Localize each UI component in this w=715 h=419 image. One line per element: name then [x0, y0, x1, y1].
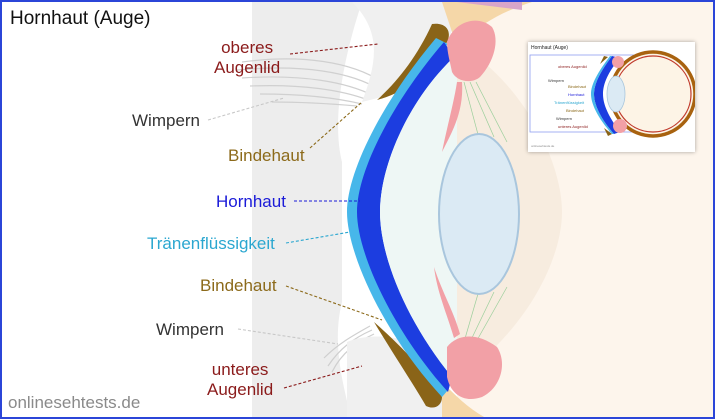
iris-upper: [447, 20, 496, 82]
leader-upper-lashes: [207, 97, 285, 121]
thumbnail-label-upper-conjunctiva: Bindehaut: [568, 84, 587, 89]
lower-lid-skin: [442, 382, 485, 417]
upper-lid-skin-2: [457, 2, 522, 10]
leader-lower-lid: [283, 365, 363, 389]
iris-upper-stem: [442, 82, 463, 152]
label-upper-lid-line2: Augenlid: [214, 58, 281, 77]
leader-upper-conjunctiva: [309, 101, 363, 149]
leader-lower-lashes: [237, 328, 339, 345]
leader-lower-conjunctiva: [285, 285, 383, 321]
thumbnail-label-cornea: Hornhaut: [568, 92, 585, 97]
label-lower-lid-line1: unteres: [211, 360, 269, 379]
site-watermark: onlinesehtests.de: [8, 393, 141, 412]
label-lower-conjunctiva: Bindehaut: [200, 276, 277, 295]
thumbnail-title: Hornhaut (Auge): [531, 45, 568, 51]
thumbnail-watermark: onlinesehtests.de: [531, 144, 555, 148]
label-upper-lid: oberes Augenlid: [214, 38, 280, 78]
label-tear-fluid: Tränenflüssigkeit: [147, 234, 275, 253]
thumbnail-label-lower-lashes: Wimpern: [556, 116, 573, 121]
iris-lower-stem: [434, 267, 460, 338]
cornea: [357, 42, 454, 392]
thumbnail-label-upper-lid: oberes Augenlid: [558, 64, 587, 69]
label-upper-conjunctiva: Bindehaut: [228, 146, 305, 165]
label-upper-lashes: Wimpern: [132, 111, 201, 130]
leader-tear: [285, 231, 351, 244]
upper-conjunctiva: [377, 23, 449, 100]
label-upper-lid-line1: oberes: [221, 38, 274, 57]
lens: [438, 133, 520, 295]
thumbnail-eye: [528, 42, 695, 152]
skin-region: [252, 2, 362, 417]
label-lower-lashes: Wimpern: [156, 320, 225, 339]
zonular-fibers: [463, 81, 508, 343]
overview-thumbnail: Hornhaut (Auge) oberes Augenlid Wimpern …: [528, 42, 695, 152]
diagram-title: Hornhaut (Auge): [10, 8, 151, 29]
thumbnail-label-tear-fluid: Tränenflüssigkeit: [554, 100, 585, 105]
iris-lower: [447, 336, 502, 400]
thumbnail-label-lower-lid: unteres Augenlid: [558, 124, 588, 129]
lower-conjunctiva: [374, 322, 442, 408]
leader-lines: [207, 43, 383, 389]
label-lower-lid: unteres Augenlid: [207, 360, 273, 400]
thumbnail-label-upper-lashes: Wimpern: [548, 78, 565, 83]
anterior-chamber: [380, 57, 457, 377]
label-cornea: Hornhaut: [216, 192, 286, 211]
thumbnail-label-lower-conjunctiva: Bindehaut: [566, 108, 585, 113]
label-lower-lid-line2: Augenlid: [207, 380, 274, 399]
